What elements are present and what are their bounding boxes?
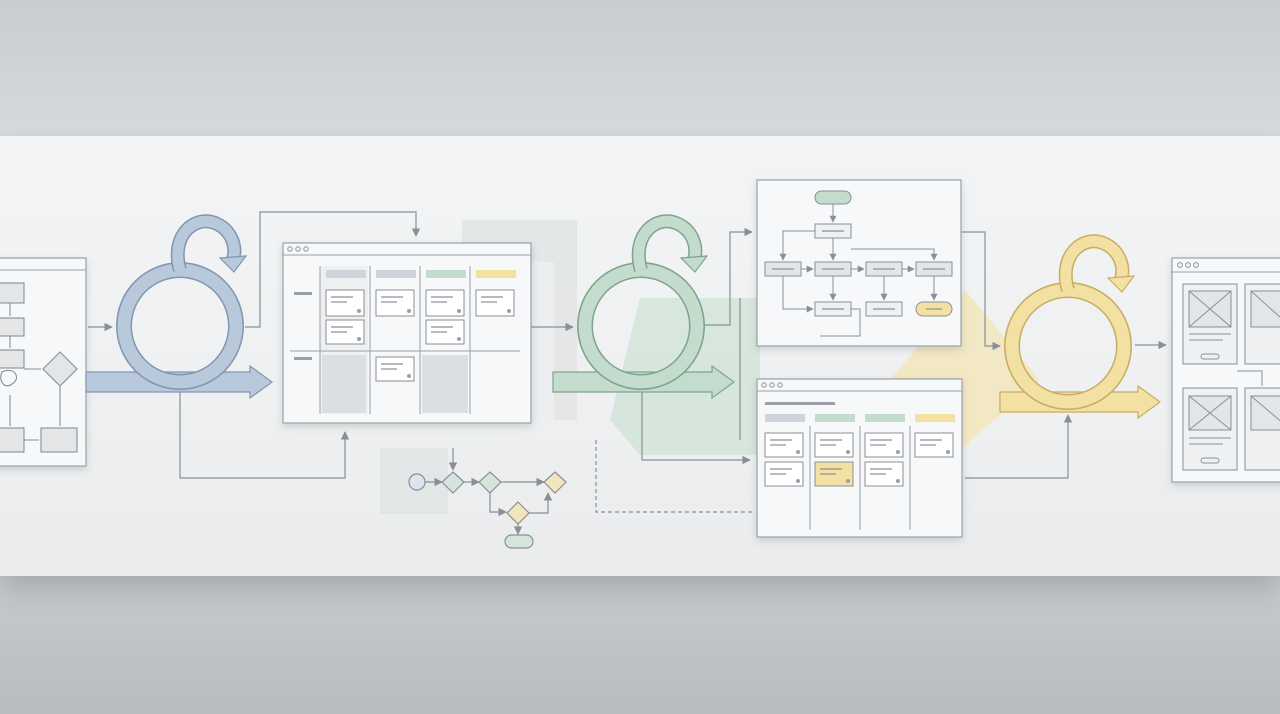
connectors <box>88 211 1167 513</box>
kanban-1-content <box>290 266 520 414</box>
iteration-loop-1 <box>85 214 274 400</box>
window-controls <box>761 382 783 388</box>
connector <box>179 392 350 479</box>
connector <box>965 414 1073 479</box>
window-controls <box>1177 262 1199 268</box>
flowchart-left-content <box>0 282 78 453</box>
window-controls <box>287 246 309 252</box>
iteration-loop-2 <box>552 214 736 400</box>
end-node <box>504 534 534 549</box>
connector <box>705 227 753 326</box>
connector <box>595 440 754 513</box>
decision-node <box>506 501 530 525</box>
decision-node <box>543 471 567 494</box>
process-flow <box>408 471 567 549</box>
flowchart-top-content <box>764 190 953 337</box>
iteration-loop-3 <box>999 234 1162 420</box>
decision-node <box>441 471 465 494</box>
connector <box>641 392 751 465</box>
connector <box>962 231 1001 351</box>
kanban-2-content <box>764 402 955 530</box>
start-node <box>408 473 426 491</box>
connector <box>245 211 421 328</box>
wireframe-content <box>1182 283 1280 471</box>
decision-node <box>478 471 502 494</box>
